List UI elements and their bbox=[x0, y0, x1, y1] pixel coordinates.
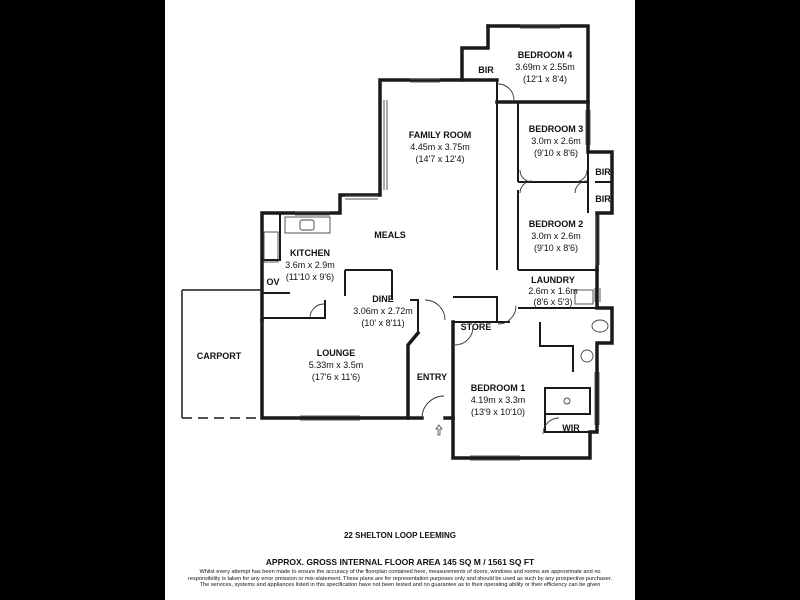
meals-label: MEALS bbox=[374, 230, 406, 240]
bedroom-4-metric: 3.69m x 2.55m bbox=[515, 62, 575, 72]
dine-name: DINE bbox=[372, 294, 394, 304]
dine-metric: 3.06m x 2.72m bbox=[353, 306, 413, 316]
carport-label: CARPORT bbox=[197, 351, 242, 361]
room-labels: BEDROOM 4 3.69m x 2.55m (12'1 x 8'4) BIR… bbox=[197, 50, 612, 433]
wir-label: WIR bbox=[562, 423, 580, 433]
bedroom-1-name: BEDROOM 1 bbox=[471, 383, 526, 393]
windows bbox=[295, 24, 601, 461]
bedroom-3-metric: 3.0m x 2.6m bbox=[531, 136, 581, 146]
sink-icon bbox=[299, 219, 315, 231]
bedroom-1-metric: 4.19m x 3.3m bbox=[471, 395, 526, 405]
laundry-name: LAUNDRY bbox=[531, 275, 575, 285]
floorplan-sheet: BEDROOM 4 3.69m x 2.55m (12'1 x 8'4) BIR… bbox=[165, 0, 635, 600]
door-swings bbox=[309, 83, 588, 435]
bir-b-label: BIR bbox=[595, 194, 611, 204]
lounge-name: LOUNGE bbox=[317, 348, 356, 358]
family-room-imperial: (14'7 x 12'4) bbox=[416, 154, 465, 164]
interior-walls bbox=[262, 80, 612, 433]
bir-top-label: BIR bbox=[478, 65, 494, 75]
bedroom-3-name: BEDROOM 3 bbox=[529, 124, 584, 134]
exterior-walls bbox=[260, 24, 614, 460]
bedroom-2-imperial: (9'10 x 8'6) bbox=[534, 243, 578, 253]
family-room-name: FAMILY ROOM bbox=[409, 130, 472, 140]
bedroom-4-name: BEDROOM 4 bbox=[518, 50, 573, 60]
bedroom-1-imperial: (13'9 x 10'10) bbox=[471, 407, 525, 417]
bir-a-label: BIR bbox=[595, 167, 611, 177]
shower-drain-icon bbox=[563, 397, 571, 405]
kitchen-metric: 3.6m x 2.9m bbox=[285, 260, 335, 270]
laundry-trough-icon bbox=[574, 289, 594, 305]
property-address: 22 SHELTON LOOP LEEMING bbox=[343, 531, 457, 540]
bedroom-2-metric: 3.0m x 2.6m bbox=[531, 231, 581, 241]
kitchen-imperial: (11'10 x 9'6) bbox=[286, 272, 334, 282]
dine-imperial: (10' x 8'11) bbox=[361, 318, 404, 328]
kitchen-bench bbox=[284, 216, 331, 234]
entry-label: ENTRY bbox=[417, 372, 447, 382]
bedroom-4-imperial: (12'1 x 8'4) bbox=[523, 74, 567, 84]
carport-outline bbox=[181, 289, 262, 419]
lounge-imperial: (17'6 x 11'6) bbox=[312, 372, 360, 382]
kitchen-name: KITCHEN bbox=[290, 248, 330, 258]
lounge-metric: 5.33m x 3.5m bbox=[309, 360, 364, 370]
laundry-imperial: (8'6 x 5'3) bbox=[534, 297, 573, 307]
fixtures bbox=[263, 216, 609, 436]
family-room-metric: 4.45m x 3.75m bbox=[410, 142, 470, 152]
bedroom-2-name: BEDROOM 2 bbox=[529, 219, 584, 229]
oven-label: OV bbox=[266, 277, 279, 287]
entry-arrow-icon bbox=[435, 424, 443, 436]
basin-icon bbox=[580, 349, 594, 363]
store-label: STORE bbox=[461, 322, 492, 332]
kitchen-side-bench bbox=[263, 231, 279, 263]
toilet-icon bbox=[591, 319, 609, 333]
bedroom-3-imperial: (9'10 x 8'6) bbox=[534, 148, 578, 158]
floor-area: APPROX. GROSS INTERNAL FLOOR AREA 145 SQ… bbox=[265, 557, 535, 567]
disclaimer-text: Whilst every attempt has been made to en… bbox=[188, 569, 612, 589]
floorplan-drawing: BEDROOM 4 3.69m x 2.55m (12'1 x 8'4) BIR… bbox=[181, 24, 614, 461]
laundry-metric: 2.6m x 1.6m bbox=[528, 286, 578, 296]
